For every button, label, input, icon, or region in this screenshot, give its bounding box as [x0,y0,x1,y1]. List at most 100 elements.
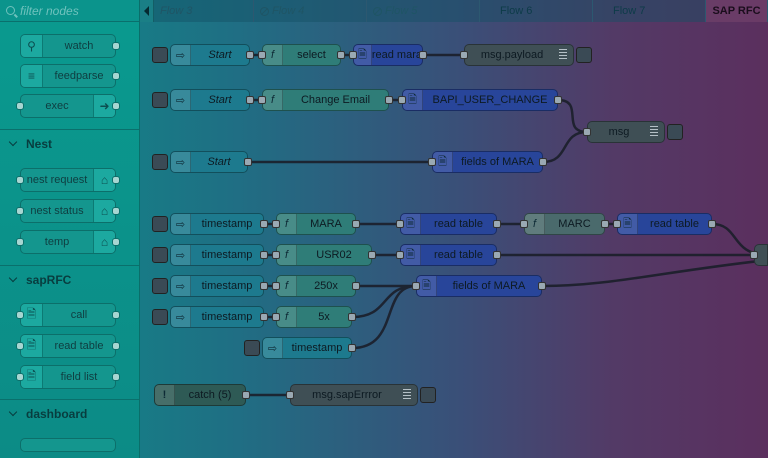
palette-node-dashboard-partial[interactable] [20,438,116,452]
output-port[interactable] [246,96,254,104]
palette-node-temp[interactable]: temp ⌂ [16,230,120,254]
inject-node-start[interactable]: ⇨ Start [170,89,254,111]
tab-flow-3[interactable]: Flow 3 [154,0,254,22]
category-dashboard[interactable]: dashboard [0,399,139,427]
output-port[interactable] [352,220,360,228]
output-port[interactable] [385,96,393,104]
output-port[interactable] [352,282,360,290]
function-node-5x[interactable]: f 5x [272,306,356,328]
input-port[interactable] [286,391,294,399]
debug-node-msg-payload[interactable]: msg.payload [460,44,574,66]
tab-flow-7[interactable]: Flow 7 [593,0,706,22]
input-port[interactable] [412,282,420,290]
output-port[interactable] [244,158,252,166]
input-port[interactable] [272,282,280,290]
filter-nodes-input[interactable]: filter nodes [0,0,139,22]
output-port[interactable] [260,313,268,321]
inject-trigger-button[interactable] [152,47,168,63]
output-port[interactable] [260,251,268,259]
inject-trigger-button[interactable] [152,216,168,232]
palette-node-nest-request[interactable]: nest request ⌂ [16,168,120,192]
function-node-mara[interactable]: f MARA [272,213,360,235]
category-saprfc[interactable]: sapRFC [0,265,139,293]
input-port[interactable] [258,51,266,59]
function-node-change-email[interactable]: f Change Email [258,89,393,111]
tab-flow-6[interactable]: Flow 6 [480,0,593,22]
output-port[interactable] [419,51,427,59]
inject-trigger-button[interactable] [152,278,168,294]
input-port[interactable] [398,96,406,104]
inject-node-timestamp[interactable]: ⇨ timestamp [262,337,356,359]
offscreen-node[interactable] [750,244,768,266]
debug-node-msg-saperrror[interactable]: msg.sapErrror [286,384,418,406]
output-port[interactable] [554,96,562,104]
sap-node-read-table[interactable]: 🗎 read table [396,244,501,266]
output-port[interactable] [242,391,250,399]
debug-node-msg[interactable]: msg [583,121,665,143]
sap-node-read-table[interactable]: 🗎 read table [396,213,501,235]
inject-node-start[interactable]: ⇨ Start [170,151,252,173]
debug-toggle-button[interactable] [420,387,436,403]
input-port[interactable] [520,220,528,228]
output-port[interactable] [246,51,254,59]
palette-node-watch[interactable]: ⚲ watch [20,34,120,58]
inject-trigger-button[interactable] [244,340,260,356]
inject-trigger-button[interactable] [152,309,168,325]
input-port[interactable] [613,220,621,228]
inject-trigger-button[interactable] [152,92,168,108]
input-port[interactable] [750,251,758,259]
function-node-250x[interactable]: f 250x [272,275,360,297]
output-port[interactable] [539,158,547,166]
input-port[interactable] [272,251,280,259]
input-port[interactable] [272,220,280,228]
sap-node-fields-of-mara[interactable]: 🗎 fields of MARA [412,275,546,297]
output-port[interactable] [348,313,356,321]
sap-node-read-mara[interactable]: 🗎 read mara [349,44,427,66]
inject-node-timestamp[interactable]: ⇨ timestamp [170,244,268,266]
input-port[interactable] [583,128,591,136]
output-port[interactable] [348,344,356,352]
palette-node-feedparse[interactable]: ≡ feedparse [20,64,120,88]
output-port[interactable] [538,282,546,290]
palette-node-call[interactable]: 🗎 call [16,303,120,327]
inject-trigger-button[interactable] [152,154,168,170]
sap-node-fields-of-mara[interactable]: 🗎 fields of MARA [428,151,547,173]
output-port[interactable] [260,220,268,228]
catch-node[interactable]: ! catch (5) [154,384,250,406]
output-port[interactable] [260,282,268,290]
input-port[interactable] [428,158,436,166]
inject-node-timestamp[interactable]: ⇨ timestamp [170,213,268,235]
debug-toggle-button[interactable] [576,47,592,63]
palette-node-nest-status[interactable]: nest status ⌂ [16,199,120,223]
palette-node-exec[interactable]: exec ➜ [16,94,120,118]
inject-trigger-button[interactable] [152,247,168,263]
output-port[interactable] [493,251,501,259]
tab-flow-5[interactable]: Flow 5 [367,0,480,22]
tab-flow-4[interactable]: Flow 4 [254,0,367,22]
tab-scroll-left-button[interactable] [140,0,154,22]
input-port[interactable] [272,313,280,321]
input-port[interactable] [349,51,357,59]
flow-canvas[interactable]: ⇨ Start f select 🗎 read mara msg.payload… [140,22,768,458]
function-node-usr02[interactable]: f USR02 [272,244,376,266]
function-node-marc[interactable]: f MARC [520,213,609,235]
inject-node-timestamp[interactable]: ⇨ timestamp [170,306,268,328]
function-node-select[interactable]: f select [258,44,345,66]
tab-sap-rfc[interactable]: SAP RFC [706,0,768,22]
output-port[interactable] [708,220,716,228]
output-port[interactable] [601,220,609,228]
category-nest[interactable]: Nest [0,129,139,157]
output-port[interactable] [368,251,376,259]
output-port[interactable] [337,51,345,59]
palette-node-field-list[interactable]: 🗎 field list [16,365,120,389]
inject-node-timestamp[interactable]: ⇨ timestamp [170,275,268,297]
palette-node-read-table[interactable]: 🗎 read table [16,334,120,358]
input-port[interactable] [396,251,404,259]
sap-node-bapi-user-change[interactable]: 🗎 BAPI_USER_CHANGE [398,89,562,111]
output-port[interactable] [493,220,501,228]
inject-node-start[interactable]: ⇨ Start [170,44,254,66]
debug-toggle-button[interactable] [667,124,683,140]
input-port[interactable] [460,51,468,59]
input-port[interactable] [258,96,266,104]
input-port[interactable] [396,220,404,228]
